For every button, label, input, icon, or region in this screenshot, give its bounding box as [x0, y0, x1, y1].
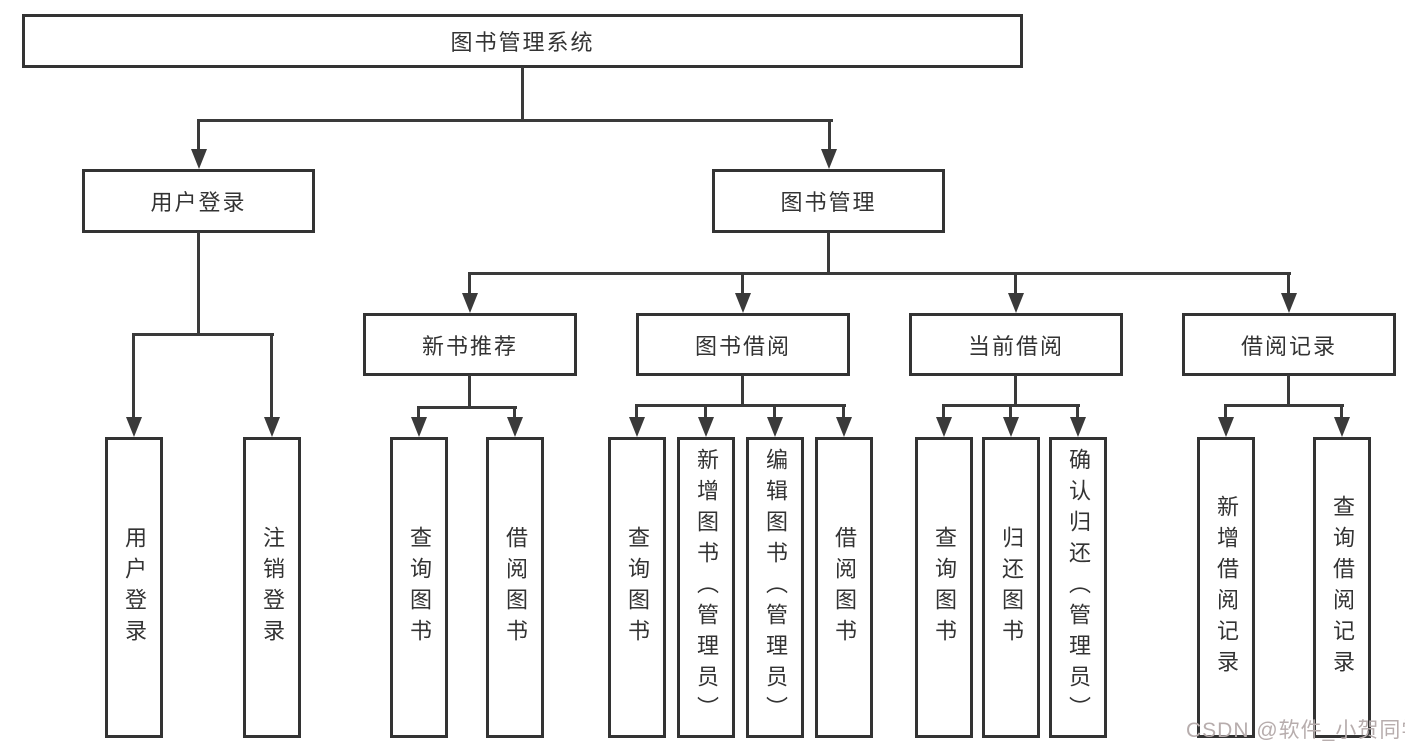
leaf-label: 查询图书	[407, 525, 432, 650]
leaf-label: 用户登录	[122, 525, 147, 650]
connector-stub	[828, 119, 831, 151]
arrowhead	[821, 149, 837, 169]
connector-stub	[1340, 404, 1343, 419]
leaf-label: 新增图书（管理员）	[694, 448, 719, 727]
connector-trunk	[741, 375, 744, 406]
leaf-return-books: 归还图书	[982, 437, 1040, 738]
connector-stub	[270, 333, 273, 419]
connector-rail	[635, 404, 846, 407]
leaf-label: 借阅图书	[503, 525, 528, 650]
leaf-label: 归还图书	[999, 525, 1024, 650]
arrowhead	[507, 417, 523, 437]
connector-stub	[1224, 404, 1227, 419]
leaf-add-borrow-record: 新增借阅记录	[1197, 437, 1255, 738]
connector-trunk	[1287, 375, 1290, 406]
arrowhead	[767, 417, 783, 437]
leaf-label: 查询借阅记录	[1330, 494, 1355, 681]
arrowhead	[629, 417, 645, 437]
leaf-logout: 注销登录	[243, 437, 301, 738]
node-book-management: 图书管理	[712, 169, 945, 233]
leaf-query-books-2: 查询图书	[608, 437, 666, 738]
node-label: 当前借阅	[967, 333, 1064, 359]
leaf-label: 查询图书	[625, 525, 650, 650]
connector-stub	[741, 272, 744, 295]
node-new-book-recommendation: 新书推荐	[363, 313, 577, 376]
node-book-borrowing: 图书借阅	[636, 313, 850, 376]
leaf-edit-books-admin: 编辑图书（管理员）	[746, 437, 804, 738]
node-label: 借阅记录	[1240, 333, 1337, 359]
connector-rail	[417, 406, 517, 409]
connector-stub	[635, 404, 638, 419]
arrowhead	[936, 417, 952, 437]
arrowhead	[264, 417, 280, 437]
arrowhead	[735, 293, 751, 313]
connector-stub	[513, 406, 516, 419]
leaf-query-borrow-record: 查询借阅记录	[1313, 437, 1371, 738]
leaf-label: 查询图书	[932, 525, 957, 650]
leaf-user-login: 用户登录	[105, 437, 163, 738]
arrowhead	[126, 417, 142, 437]
arrowhead	[1003, 417, 1019, 437]
arrowhead	[1218, 417, 1234, 437]
node-label: 图书管理	[780, 190, 877, 215]
connector-stub	[704, 404, 707, 419]
connector-stub	[417, 406, 420, 419]
connector-trunk	[197, 232, 200, 336]
connector-stub	[1014, 272, 1017, 295]
connector-trunk	[468, 375, 471, 408]
node-label: 新书推荐	[421, 333, 518, 359]
arrowhead	[191, 149, 207, 169]
connector-stub	[132, 333, 135, 419]
node-borrowing-records: 借阅记录	[1182, 313, 1396, 376]
leaf-label: 借阅图书	[832, 525, 857, 650]
leaf-label: 编辑图书（管理员）	[763, 448, 788, 727]
connector-trunk	[827, 232, 830, 274]
connector-stub	[1009, 404, 1012, 419]
leaf-label: 新增借阅记录	[1214, 494, 1239, 681]
connector-stub	[197, 119, 200, 151]
leaf-add-books-admin: 新增图书（管理员）	[677, 437, 735, 738]
leaf-query-books: 查询图书	[390, 437, 448, 738]
connector-stub	[773, 404, 776, 419]
arrowhead	[462, 293, 478, 313]
arrowhead	[1070, 417, 1086, 437]
node-library-management-system: 图书管理系统	[22, 14, 1023, 68]
leaf-label: 注销登录	[260, 525, 285, 650]
connector-root-trunk	[521, 67, 524, 121]
node-label: 图书借阅	[694, 333, 791, 359]
connector-rail	[1224, 404, 1344, 407]
node-label: 图书管理系统	[450, 30, 595, 55]
leaf-borrow-books-2: 借阅图书	[815, 437, 873, 738]
arrowhead	[1008, 293, 1024, 313]
arrowhead	[698, 417, 714, 437]
arrowhead	[836, 417, 852, 437]
arrowhead	[1334, 417, 1350, 437]
connector-stub	[1076, 404, 1079, 419]
node-user-login: 用户登录	[82, 169, 315, 233]
leaf-label: 确认归还（管理员）	[1066, 448, 1091, 727]
connector-stub	[942, 404, 945, 419]
csdn-watermark: CSDN @软件_小贺同学	[1186, 719, 1405, 742]
connector-root-rail	[197, 119, 833, 122]
arrowhead	[411, 417, 427, 437]
leaf-query-books-3: 查询图书	[915, 437, 973, 738]
leaf-borrow-books: 借阅图书	[486, 437, 544, 738]
connector-stub	[468, 272, 471, 295]
connector-stub	[842, 404, 845, 419]
leaf-confirm-return-admin: 确认归还（管理员）	[1049, 437, 1107, 738]
connector-rail	[468, 272, 1291, 275]
node-current-borrowing: 当前借阅	[909, 313, 1123, 376]
node-label: 用户登录	[150, 190, 247, 215]
connector-trunk	[1014, 375, 1017, 406]
arrowhead	[1281, 293, 1297, 313]
connector-rail	[132, 333, 274, 336]
connector-stub	[1287, 272, 1290, 295]
